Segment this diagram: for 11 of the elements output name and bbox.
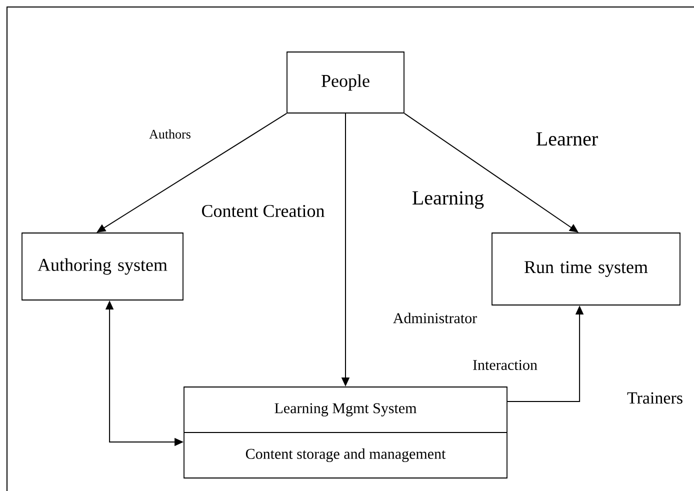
process-box: Run time system [492, 232, 680, 306]
text-label: Learning [412, 191, 484, 209]
process-box: Learning Mgmt System Content storage and management [184, 386, 508, 478]
text-label: Trainers [627, 392, 682, 404]
text-label: Learner [536, 132, 598, 146]
text-label: Authors [149, 129, 190, 139]
text-label: Administrator [393, 312, 477, 324]
text-label: Content Creation [202, 204, 324, 218]
process-box: Authoring system [22, 232, 184, 300]
process-box: People [286, 52, 404, 114]
text-label: Interaction [473, 360, 538, 370]
